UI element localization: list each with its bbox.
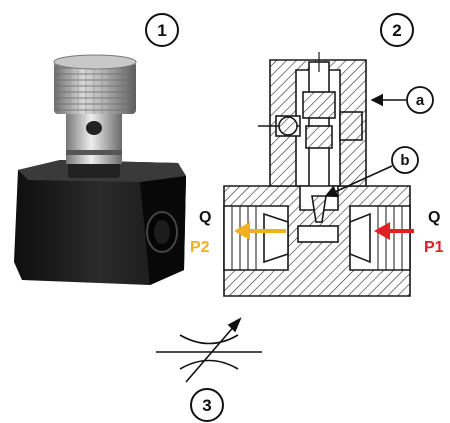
valve-stem-icon [66,112,122,164]
callout-section-number: 2 [392,21,401,40]
left-flow-label: Q [199,209,211,226]
adjustment-knob-icon [54,62,136,114]
callout-symbol-number: 3 [202,396,211,415]
callout-photo: 1 [145,13,179,47]
valve-photo [14,54,186,285]
throttle-symbol-icon [156,317,262,383]
right-flow-label: Q [428,209,440,226]
inlet-arrow-icon [374,222,414,240]
callout-b-letter: b [400,152,409,169]
callout-symbol: 3 [190,388,224,422]
callout-a: a [370,86,434,114]
callout-photo-number: 1 [157,21,166,40]
callout-section: 2 [380,13,414,47]
outlet-arrow-icon [234,222,286,240]
needle-tip-icon [311,195,327,223]
left-port-label: P2 [190,239,210,256]
callout-a-letter: a [416,92,425,109]
callout-b: b [324,146,419,198]
section-drawing [223,52,411,297]
right-port-label: P1 [424,239,444,256]
